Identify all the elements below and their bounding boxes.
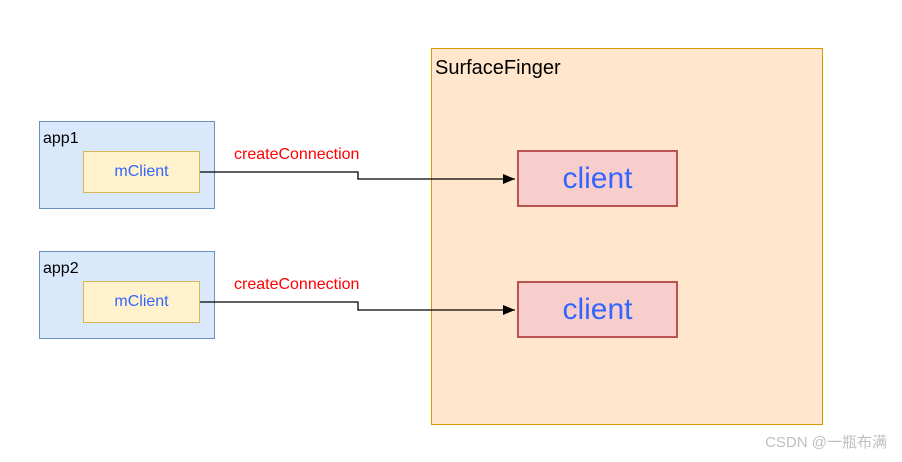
client1-label: client	[562, 161, 633, 195]
app1-mclient-box: mClient	[83, 151, 200, 193]
surfacefinger-container-box: SurfaceFinger	[431, 48, 823, 425]
csdn-watermark: CSDN @一瓶布满	[765, 434, 887, 451]
app2-mclient-label: mClient	[114, 293, 169, 310]
client2-box: client	[517, 281, 678, 338]
connection2-label: createConnection	[232, 276, 362, 294]
connection1-label: createConnection	[232, 146, 362, 164]
app1-label: app1	[43, 130, 79, 147]
client1-box: client	[517, 150, 678, 207]
app2-mclient-box: mClient	[83, 281, 200, 323]
surfacefinger-title: SurfaceFinger	[435, 57, 561, 79]
app1-mclient-label: mClient	[114, 163, 169, 180]
client2-label: client	[562, 292, 633, 326]
app2-label: app2	[43, 260, 79, 277]
